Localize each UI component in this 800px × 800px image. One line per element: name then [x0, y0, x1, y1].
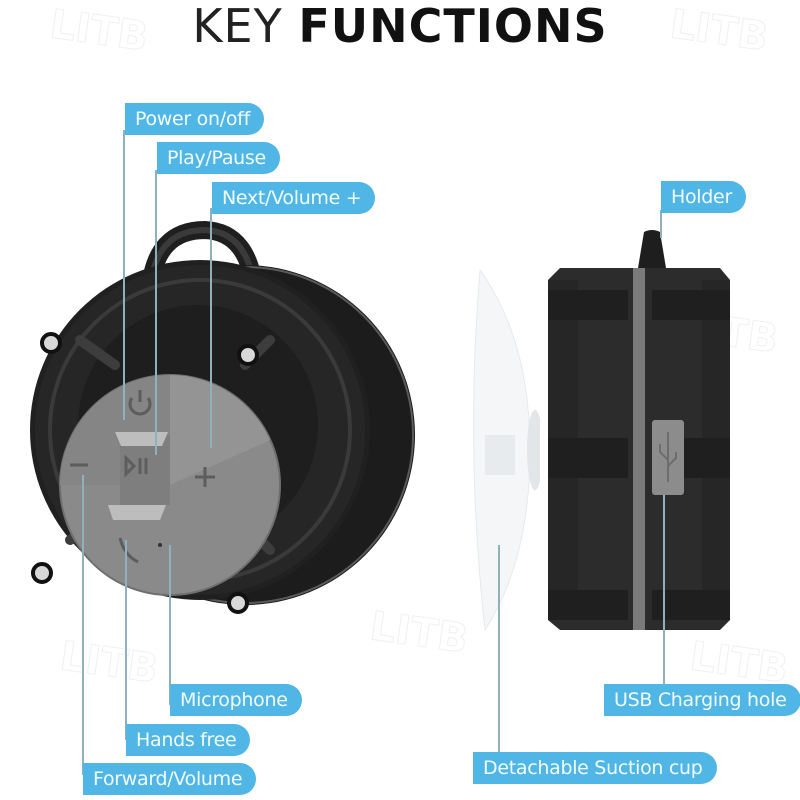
suction-cup-illustration: [473, 268, 540, 632]
label-forward-volume: Forward/Volume: [83, 763, 257, 795]
watermark: LITB: [57, 633, 162, 693]
leader-line-usb: [663, 495, 665, 685]
play-pause-icon: [124, 454, 148, 478]
leader-line-microphone: [169, 545, 171, 705]
microphone-hole: [158, 543, 162, 547]
plus-icon: [195, 467, 215, 487]
speaker-front-illustration: [30, 220, 415, 614]
label-microphone: Microphone: [170, 684, 302, 716]
label-play-pause: Play/Pause: [157, 142, 280, 174]
leader-line-play: [155, 170, 157, 455]
label-power-on-off: Power on/off: [125, 103, 264, 135]
button-face: [59, 374, 281, 596]
power-icon: [128, 390, 152, 416]
title-bold: FUNCTIONS: [298, 0, 608, 53]
leader-line-hands-free: [125, 540, 127, 740]
leader-line-suction: [498, 545, 500, 760]
usb-icon: [659, 432, 677, 482]
speaker-side-illustration: [548, 230, 730, 630]
leader-line-holder: [660, 210, 662, 238]
page-title: KEY FUNCTIONS: [0, 0, 800, 54]
label-detachable-suction-cup: Detachable Suction cup: [473, 752, 717, 784]
title-light: KEY: [192, 0, 283, 53]
leader-line-forward: [82, 475, 84, 775]
label-hands-free: Hands free: [126, 724, 251, 756]
leader-line-power: [123, 130, 125, 420]
label-holder: Holder: [661, 181, 746, 213]
label-next-volume-plus: Next/Volume +: [212, 182, 376, 214]
leader-line-next: [210, 208, 212, 448]
label-usb-charging-hole: USB Charging hole: [604, 684, 800, 716]
